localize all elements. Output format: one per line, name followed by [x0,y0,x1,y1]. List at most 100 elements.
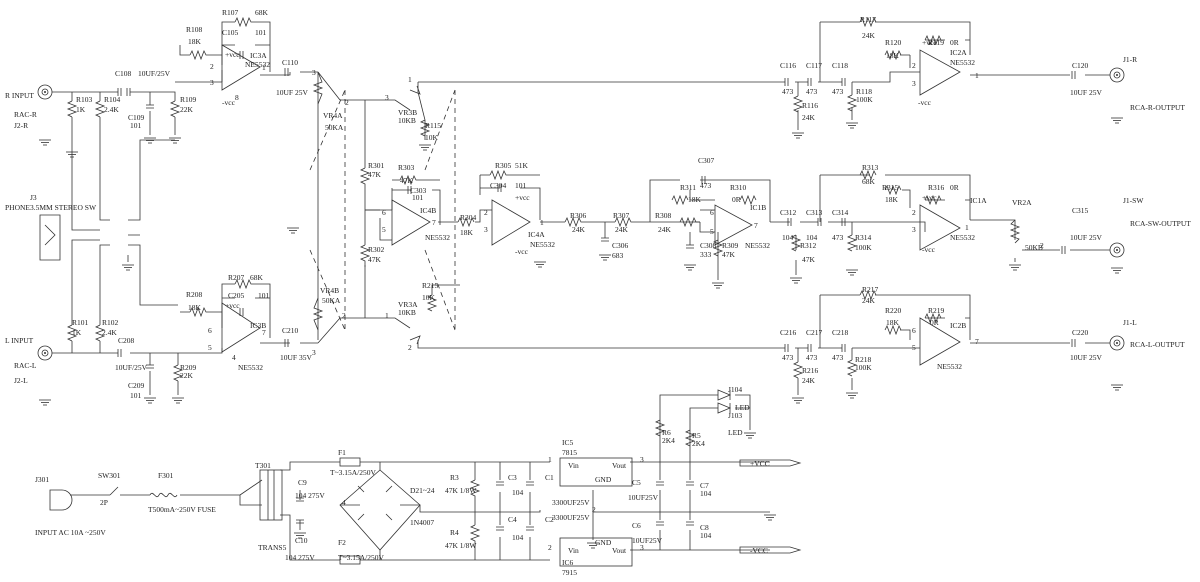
part-label: D21~24 [410,486,435,495]
pin-label: 3 [312,348,316,357]
chip-label: NE5532 [937,362,962,371]
part-label: R311 [680,183,696,192]
part-label: R316 [928,183,945,192]
supply-label: -VCC [750,546,768,555]
supply-label: +vcc [515,193,530,202]
pin-label: 6 [382,208,386,217]
part-label: VR3A [398,300,418,309]
pin-label: 3 [912,225,916,234]
part-label: 10K [425,133,439,142]
part-label: R102 [102,318,119,327]
supply-label: -vcc [918,98,932,107]
pin-label: 3 [385,93,389,102]
supply-label: +vcc [225,50,240,59]
part-label: R313 [862,163,879,172]
port-label: RAC-L [14,361,37,370]
chip-label: IC4A [528,230,545,239]
part-label: LED [735,403,750,412]
part-label: T~3.15A/250V [330,468,377,477]
chip-label: NE5532 [745,241,770,250]
part-label: R103 [76,95,93,104]
part-label: 10UF25V [632,536,663,545]
part-label: 101 [130,121,142,130]
part-label: 18K [188,37,202,46]
part-label: 104 275V [295,491,325,500]
part-label: VR4A [323,111,343,120]
chip-label: IC2B [950,321,966,330]
part-label: 101 [255,28,267,37]
part-label: J104 [728,385,742,394]
part-label: 24K [572,225,586,234]
part-label: 47K [368,255,382,264]
part-label: 47K 1/8W [445,486,477,495]
part-label: R315 [882,183,899,192]
part-label: R304 [460,213,477,222]
pin-label: 2 [484,208,488,217]
part-label: C217 [806,328,823,337]
pin-label: 2 [1040,241,1044,250]
supply-label: +VCC [750,459,770,468]
part-label: C108 [115,69,132,78]
port-label: RAC-R [14,110,37,119]
part-label: 10UF 35V [280,353,312,362]
part-label: 7915 [562,568,577,577]
part-label: C3 [508,473,517,482]
part-label: 1N4007 [410,518,434,527]
part-label: C218 [832,328,849,337]
supply-label: -vcc [922,245,936,254]
part-label: 10UF 25V [1070,88,1102,97]
supply-label: -vcc [515,247,529,256]
pin-label: 3 [912,79,916,88]
part-label: 47K [802,255,816,264]
part-label: 104 [512,533,524,542]
part-label: C313 [806,208,823,217]
pin-label: 3 [640,455,644,464]
part-label: R107 [222,8,239,17]
part-label: IC5 [562,438,574,447]
part-label: R118 [856,87,872,96]
part-label: IC6 [562,558,574,567]
part-label: F2 [338,538,346,547]
pin-label: 4 [342,498,346,507]
part-label: 18K [886,318,900,327]
chip-label: NE5532 [245,60,270,69]
pin-label: 3 [312,68,316,77]
pin-label: 1 [385,311,389,320]
pin-label: 7 [262,328,266,337]
part-label: 3300UF25V [552,513,590,522]
part-label: 47K [400,176,414,185]
part-label: 18K [885,195,899,204]
connectors [37,67,1125,511]
part-label: R3 [450,473,459,482]
part-label: 24K [658,225,672,234]
chip-label: NE5532 [950,233,975,242]
pin-label: 3 [210,78,214,87]
part-label: 10KB [398,308,416,317]
part-label: 22K [180,371,194,380]
pin-label: 2 [912,208,916,217]
part-label: R4 [450,528,459,537]
part-label: 333 [700,250,712,259]
port-label: RCA-R-OUTPUT [1130,103,1185,112]
part-label: 3300UF25V [552,498,590,507]
part-label: R104 [104,95,121,104]
part-label: R305 [495,161,512,170]
part-label: C117 [806,61,822,70]
part-label: 10UF/25V [115,363,148,372]
part-label: 24K [802,113,816,122]
part-label: 47K 1/8W [445,541,477,550]
part-label: 104 [512,488,524,497]
part-label: Vout [612,546,627,555]
part-label: F301 [158,471,174,480]
part-label: 101 [258,291,270,300]
supply-label: +vcc [922,193,937,202]
labels: R INPUT RAC-R J2-R L INPUT RAC-L J2-L J3… [5,8,1191,577]
part-label: T500mA~250V FUSE [148,505,216,514]
part-label: 2.4K [104,105,119,114]
part-label: C105 [222,28,239,37]
part-label: 473 [700,181,712,190]
port-label: RCA-L-OUTPUT [1130,340,1185,349]
pin-label: 1 [262,63,266,72]
part-label: 68K [255,8,269,17]
chip-label: IC1B [750,203,766,212]
